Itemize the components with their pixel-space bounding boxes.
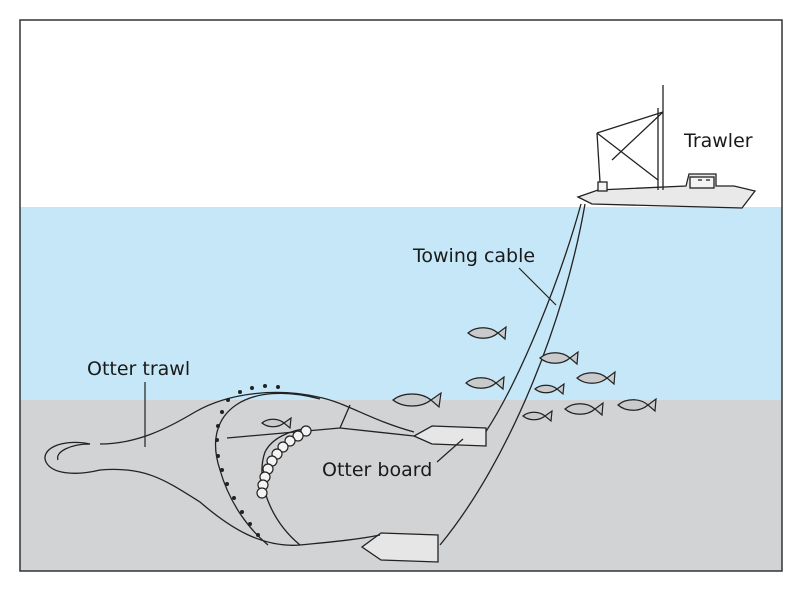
fish-in-net [261,416,292,430]
water-area [20,207,782,401]
towing-cables [439,203,586,546]
sky-area [20,20,782,208]
fish [617,397,657,413]
fish [467,325,507,341]
trawler-boat [576,85,757,209]
label-leaders [144,267,557,463]
fish [576,370,616,386]
towing-cable-label: Towing cable [413,245,536,267]
fish [564,401,604,417]
otter-board-label: Otter board [322,459,433,481]
fish [539,350,579,366]
trawler-label: Trawler [684,130,753,152]
fish [534,382,565,396]
fish [392,391,442,409]
fish [522,409,553,423]
diagram-frame [19,19,783,572]
net-floats [256,425,312,499]
otter-trawl-net [44,391,415,546]
fish-school [261,325,657,430]
otter-trawl-label: Otter trawl [87,358,191,380]
fish [465,375,505,391]
net-rope-dots [215,384,280,537]
otter-boards [360,425,487,563]
